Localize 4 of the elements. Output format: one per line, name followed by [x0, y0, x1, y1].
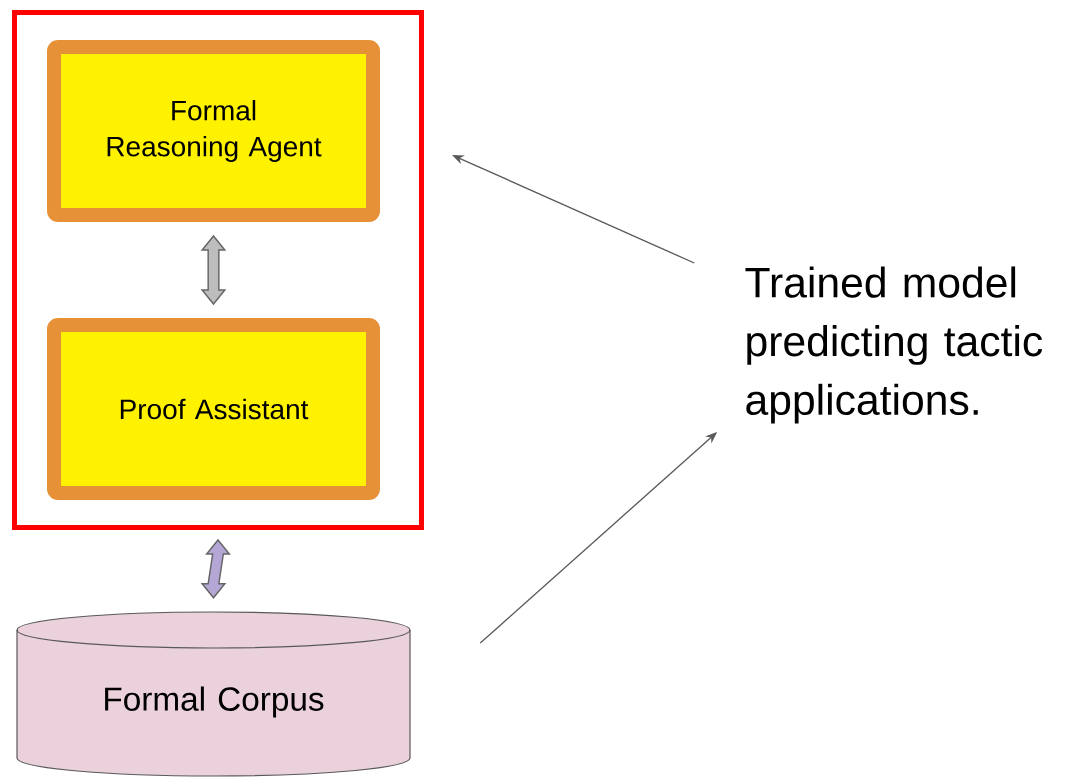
process-box: Formal Reasoning Agent: [47, 40, 380, 222]
database-cylinder: Formal Corpus: [16, 611, 411, 777]
note-text: Trained model predicting tactic applications.: [745, 266, 1043, 424]
process-box: Proof Assistant: [47, 318, 380, 500]
